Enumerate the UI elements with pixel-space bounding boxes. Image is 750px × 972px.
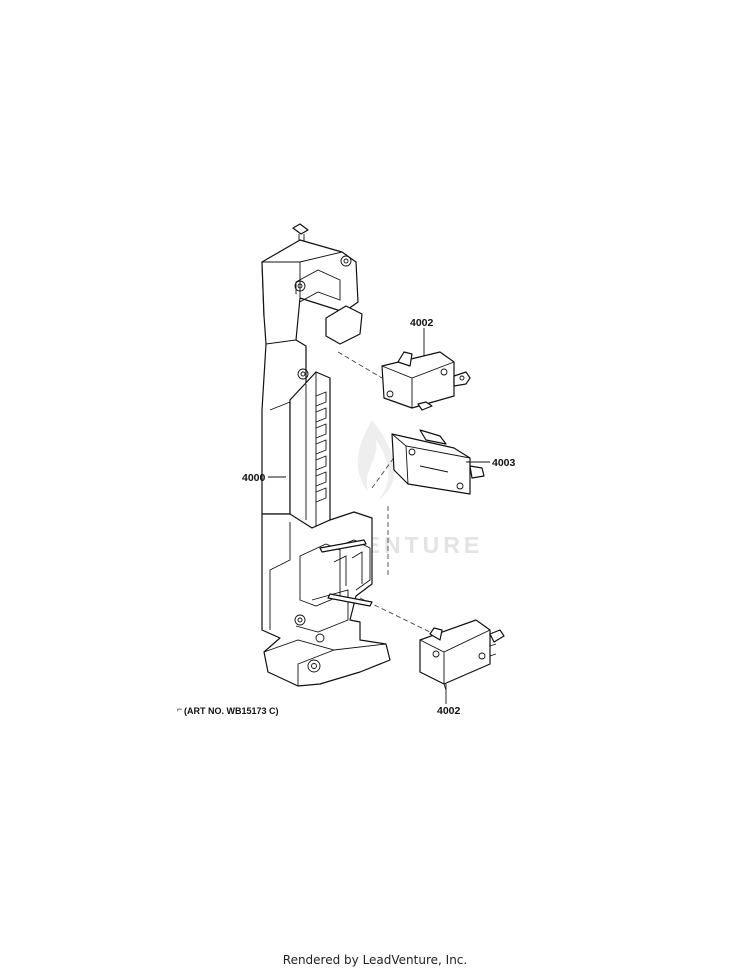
watermark-flame-icon — [357, 420, 395, 500]
callout-4000: 4000 — [242, 472, 266, 484]
door-latch-frame — [261, 223, 391, 687]
footer-credit: Rendered by LeadVenture, Inc. — [282, 953, 468, 967]
microswitch-middle — [391, 429, 485, 495]
microswitch-top — [381, 351, 471, 411]
callout-4003: 4003 — [492, 457, 516, 469]
microswitch-bottom — [419, 619, 505, 691]
callout-4002-bottom: 4002 — [437, 705, 461, 717]
art-number-mark: ⌐ — [177, 704, 182, 714]
leader-lines — [268, 328, 490, 704]
callout-4002-top: 4002 — [410, 317, 434, 329]
art-number: (ART NO. WB15173 C) — [184, 706, 279, 716]
